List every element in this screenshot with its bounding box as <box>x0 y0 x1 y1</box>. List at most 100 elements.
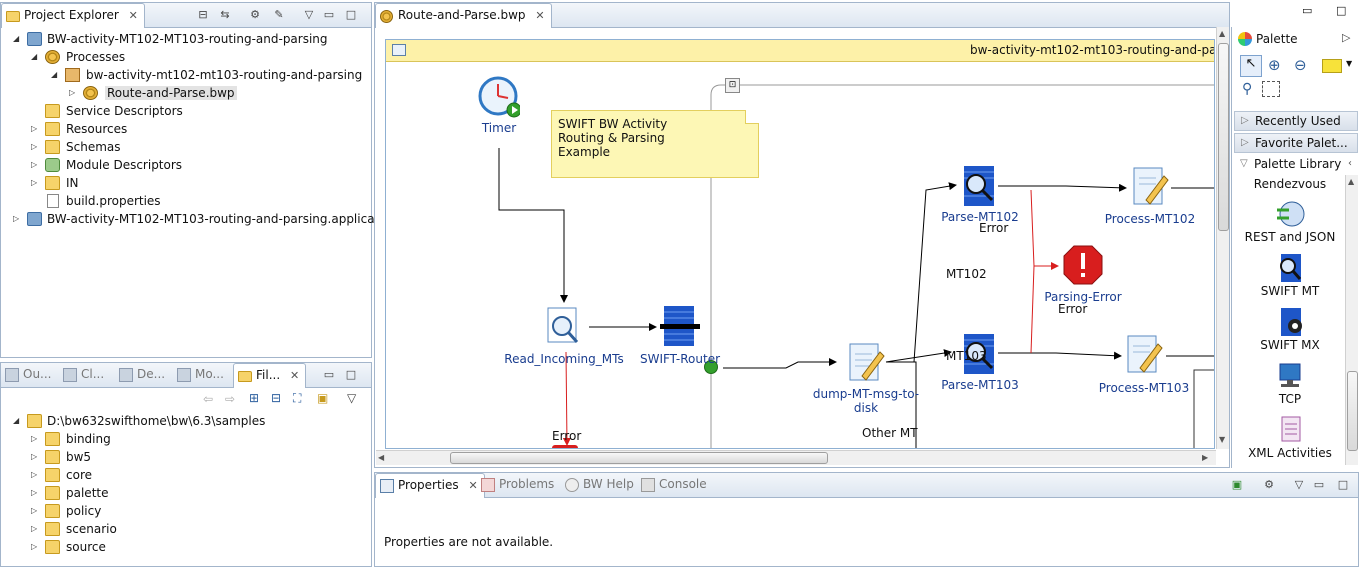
scroll-left-icon[interactable]: ◀ <box>378 453 385 462</box>
collapse-icon[interactable]: ⊟ <box>271 391 282 405</box>
dump-activity[interactable] <box>846 342 886 384</box>
link-editor-icon[interactable]: ⇆ <box>220 8 230 21</box>
tab-bw-help[interactable]: BW Help <box>561 473 640 498</box>
collapsed-arrow-icon[interactable]: ▷ <box>31 488 38 497</box>
view-menu-icon[interactable]: ▽ <box>347 391 357 405</box>
maximize-icon[interactable]: □ <box>1336 4 1347 17</box>
tree-item-project[interactable]: ◢ BW-activity-MT102-MT103-routing-and-pa… <box>13 30 328 48</box>
tree-item-schemas[interactable]: ▷ Schemas <box>31 138 121 156</box>
view-menu-icon[interactable]: ▽ <box>304 8 314 21</box>
tree-item-palette[interactable]: ▷ palette <box>31 484 108 502</box>
collapsed-arrow-icon[interactable]: ▷ <box>31 124 38 133</box>
tree-item-scenario[interactable]: ▷ scenario <box>31 520 117 538</box>
scroll-up-icon[interactable]: ▲ <box>1348 177 1355 186</box>
scroll-down-icon[interactable]: ▼ <box>1219 435 1226 444</box>
minimize-icon[interactable]: ▭ <box>323 368 335 381</box>
tab-console[interactable]: Console <box>637 473 713 498</box>
note-dropdown-icon[interactable]: ▼ <box>1346 59 1353 68</box>
tab-project-explorer[interactable]: Project Explorer ✕ <box>1 3 145 28</box>
palette-item-xml-activities[interactable]: XML Activities <box>1240 416 1340 460</box>
view-menu-icon[interactable]: ▽ <box>1294 478 1304 491</box>
tree-item-bw5[interactable]: ▷ bw5 <box>31 448 91 466</box>
select-tool-icon[interactable]: ↖ <box>1240 55 1262 77</box>
tab-properties[interactable]: Properties ✕ <box>375 473 485 498</box>
palette-library-menu-icon[interactable]: ‹ <box>1348 158 1352 169</box>
tab-outline[interactable]: Ou... <box>1 363 58 388</box>
scroll-right-icon[interactable]: ▶ <box>1202 453 1209 462</box>
editor-vertical-scrollbar[interactable]: ▲ ▼ <box>1216 27 1229 449</box>
expand-arrow-icon[interactable]: ◢ <box>13 34 20 43</box>
collapsed-arrow-icon[interactable]: ▷ <box>31 524 38 533</box>
tree-item-package[interactable]: ◢ bw-activity-mt102-mt103-routing-and-pa… <box>51 66 362 84</box>
editor-horizontal-scrollbar[interactable]: ◀ ▶ <box>376 450 1216 465</box>
collapsed-arrow-icon[interactable]: ▷ <box>69 88 76 97</box>
expand-icon[interactable]: ⊞ <box>249 391 260 405</box>
parsing-error-activity[interactable] <box>1062 244 1104 286</box>
new-view-icon[interactable]: ▣ <box>1231 478 1243 491</box>
collapsed-arrow-icon[interactable]: ▷ <box>31 506 38 515</box>
palette-scroll-thumb[interactable] <box>1347 371 1358 451</box>
tree-item-resources[interactable]: ▷ Resources <box>31 120 127 138</box>
palette-item-swift-mx[interactable]: SWIFT MX <box>1240 308 1340 352</box>
favorite-palette-section[interactable]: ▷ Favorite Palet... <box>1234 133 1358 153</box>
tab-class[interactable]: Cl... <box>59 363 110 388</box>
tree-item-source[interactable]: ▷ source <box>31 538 106 556</box>
minimize-icon[interactable]: ▭ <box>323 8 335 21</box>
collapsed-arrow-icon[interactable]: ▷ <box>31 452 38 461</box>
minimize-icon[interactable]: ▭ <box>1313 478 1325 491</box>
tree-item-in[interactable]: ▷ IN <box>31 174 79 192</box>
minimize-icon[interactable]: ▭ <box>1302 4 1313 17</box>
recently-used-section[interactable]: ▷ Recently Used <box>1234 111 1358 131</box>
swift-router-activity[interactable] <box>658 306 702 348</box>
maximize-icon[interactable]: □ <box>1337 478 1349 491</box>
filter-icon[interactable]: ⚙ <box>250 8 260 21</box>
parse-mt103-activity[interactable] <box>958 334 1000 376</box>
palette-scrollbar[interactable]: ▲ <box>1345 175 1358 465</box>
collapsed-arrow-icon[interactable]: ▷ <box>31 142 38 151</box>
zoom-out-icon[interactable]: ⊖ <box>1294 56 1307 74</box>
tree-item-samples-root[interactable]: ◢ D:\bw632swifthome\bw\6.3\samples <box>13 412 265 430</box>
tree-item-build-properties[interactable]: build.properties <box>31 192 161 210</box>
scope-icon[interactable]: ⊡ <box>725 78 740 93</box>
expand-arrow-icon[interactable]: ◢ <box>51 70 58 79</box>
maximize-icon[interactable]: □ <box>345 368 357 381</box>
expand-arrow-icon[interactable]: ◢ <box>13 416 20 425</box>
collapsed-arrow-icon[interactable]: ▷ <box>31 178 38 187</box>
palette-item-rest-json[interactable]: REST and JSON <box>1240 200 1340 244</box>
vertical-scroll-thumb[interactable] <box>1218 43 1229 231</box>
tab-dependencies[interactable]: De... <box>115 363 171 388</box>
tree-item-policy[interactable]: ▷ policy <box>31 502 101 520</box>
tree-item-service-descriptors[interactable]: Service Descriptors <box>31 102 183 120</box>
pin-icon[interactable]: ✎ <box>274 8 284 21</box>
collapsed-arrow-icon[interactable]: ▷ <box>31 160 38 169</box>
parse-mt102-activity[interactable] <box>958 166 1000 208</box>
palette-item-swift-mt[interactable]: SWIFT MT <box>1240 254 1340 298</box>
tab-problems[interactable]: Problems <box>477 473 560 498</box>
open-folder-icon[interactable]: ▣ <box>317 391 329 405</box>
close-icon[interactable]: ✕ <box>128 9 138 22</box>
collapsed-arrow-icon[interactable]: ▷ <box>31 434 38 443</box>
close-icon[interactable]: ✕ <box>289 369 300 382</box>
forward-icon[interactable]: ⇨ <box>225 392 236 406</box>
tree-item-route-and-parse[interactable]: ▷ Route-and-Parse.bwp <box>69 84 237 102</box>
pin-view-icon[interactable]: ⚙ <box>1264 478 1274 491</box>
read-incoming-activity[interactable] <box>544 306 584 348</box>
palette-item-tcp[interactable]: TCP <box>1240 362 1340 406</box>
tree-item-core[interactable]: ▷ core <box>31 466 92 484</box>
palette-item-rendezvous[interactable]: Rendezvous <box>1240 177 1340 191</box>
tree-item-application[interactable]: ▷ BW-activity-MT102-MT103-routing-and-pa… <box>13 210 398 228</box>
tree-item-processes[interactable]: ◢ Processes <box>31 48 125 66</box>
palette-collapse-icon[interactable]: ▷ <box>1342 31 1351 44</box>
close-icon[interactable]: ✕ <box>535 9 545 22</box>
link-tool-icon[interactable]: ⚲ <box>1242 81 1253 97</box>
tree-item-module-descriptors[interactable]: ▷ Module Descriptors <box>31 156 182 174</box>
note-tool-icon[interactable] <box>1322 59 1342 73</box>
palette-library-header[interactable]: ▽ Palette Library ‹ <box>1234 155 1358 175</box>
note[interactable]: SWIFT BW Activity Routing & Parsing Exam… <box>551 110 759 178</box>
collapsed-arrow-icon[interactable]: ▷ <box>13 214 20 223</box>
maximize-icon[interactable]: □ <box>345 8 357 21</box>
tab-route-and-parse[interactable]: Route-and-Parse.bwp ✕ <box>375 3 552 28</box>
collapse-all-icon[interactable]: ⊟ <box>198 8 208 21</box>
process-mt102-activity[interactable] <box>1130 166 1170 208</box>
tree-item-binding[interactable]: ▷ binding <box>31 430 111 448</box>
